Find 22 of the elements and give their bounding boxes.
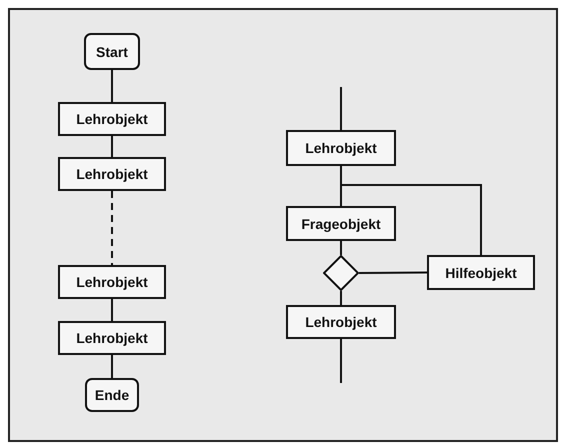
- process-box: Lehrobjekt: [58, 321, 166, 355]
- process-box: Lehrobjekt: [58, 265, 166, 299]
- process-box: Lehrobjekt: [286, 305, 396, 339]
- process-box: Lehrobjekt: [58, 102, 166, 136]
- terminal-box: Ende: [85, 378, 139, 412]
- decision-diamond: [323, 255, 359, 291]
- process-box: Lehrobjekt: [58, 157, 166, 191]
- connector-line: [111, 355, 113, 378]
- connector-line: [340, 241, 342, 255]
- connector-line: [111, 299, 113, 321]
- process-box: Lehrobjekt: [286, 130, 396, 166]
- connector-line: [340, 291, 342, 305]
- connector-line: [111, 136, 113, 157]
- connector-line: [340, 339, 342, 383]
- connector-line: [111, 70, 113, 102]
- connector-line: [340, 166, 482, 255]
- connector-line: [111, 191, 113, 265]
- terminal-box: Start: [84, 33, 140, 70]
- connector-line: [359, 272, 427, 274]
- connector-line: [340, 87, 342, 130]
- process-box: Frageobjekt: [286, 206, 396, 241]
- process-box: Hilfeobjekt: [427, 255, 535, 290]
